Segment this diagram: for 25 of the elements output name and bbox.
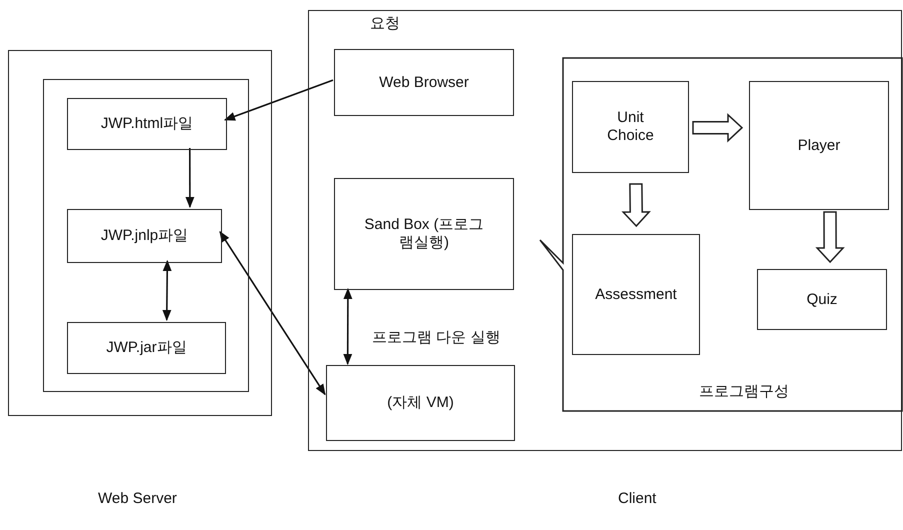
- file-box: JWP.jnlp파일: [67, 209, 222, 263]
- arrow: [185, 148, 194, 208]
- server-box: [8, 50, 272, 416]
- arrow: [224, 79, 334, 121]
- text-label: Web Server: [98, 490, 177, 507]
- container-box: [43, 79, 249, 392]
- process-box: (자체 VM): [326, 365, 515, 441]
- process-box: Web Browser: [334, 49, 514, 116]
- block-arrow: [815, 211, 845, 264]
- process-box: Quiz: [757, 269, 887, 330]
- process-box: Player: [749, 81, 889, 210]
- text-label: Client: [618, 490, 656, 507]
- client-box: [308, 10, 902, 451]
- arrow: [343, 288, 352, 366]
- file-box: JWP.html파일: [67, 98, 227, 150]
- arrow: [219, 230, 326, 396]
- process-box: Assessment: [572, 234, 700, 355]
- block-arrow: [621, 183, 651, 228]
- bubble-label: 프로그램구성: [699, 382, 789, 401]
- block-arrow: [692, 113, 744, 143]
- arrow: [162, 260, 172, 322]
- file-box: JWP.jar파일: [67, 322, 226, 374]
- text-label: 요청: [370, 14, 400, 33]
- process-box: Sand Box (프로그램실행): [334, 178, 514, 290]
- process-box: Unit Choice: [572, 81, 689, 173]
